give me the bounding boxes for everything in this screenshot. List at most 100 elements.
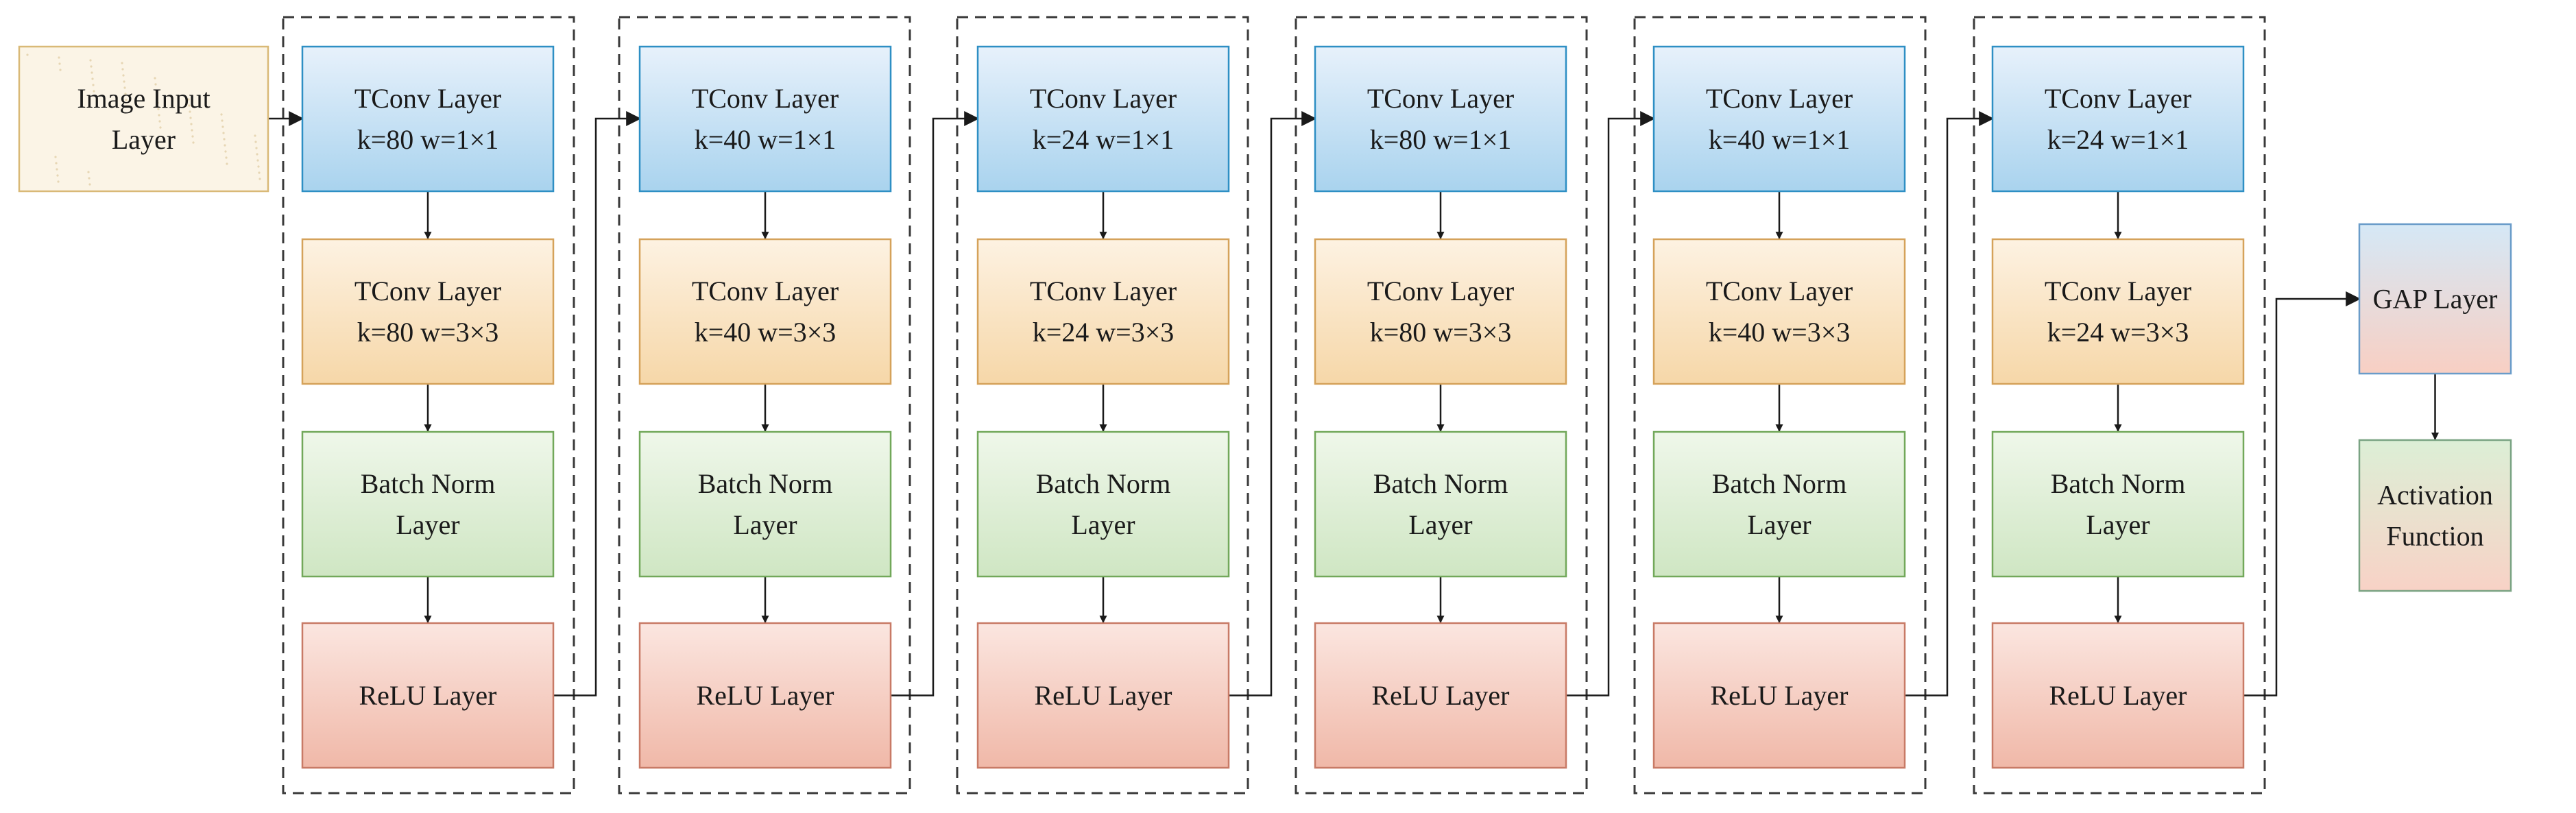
gap-layer-label-1: GAP Layer <box>2373 284 2498 315</box>
arrow-block-6-to-gap <box>2243 291 2361 696</box>
block-5-tconv-1x1-label-2: k=40 w=1×1 <box>1709 124 1851 155</box>
block-1-batch-norm-rect <box>301 430 555 578</box>
block-1-tconv-3x3-label-1: TConv Layer <box>354 276 501 306</box>
block-2-batch-norm-rect <box>638 430 892 578</box>
block-6-tconv-1x1-label-2: k=24 w=1×1 <box>2047 124 2189 155</box>
block-5-tconv-3x3-rect <box>1652 238 1906 385</box>
block-3-tconv-3x3-label-1: TConv Layer <box>1030 276 1177 306</box>
block-2-tconv-3x3-label-1: TConv Layer <box>692 276 839 306</box>
connectors <box>268 111 2439 696</box>
arrow-block-1-to-block-2 <box>553 111 642 696</box>
block-5-tconv-1x1: TConv Layer k=40 w=1×1 <box>1652 45 1906 193</box>
block-2-tconv-1x1-label-2: k=40 w=1×1 <box>695 124 836 155</box>
block-5-batch-norm-label-1: Batch Norm <box>1712 468 1847 499</box>
block-3-batch-norm-label-1: Batch Norm <box>1036 468 1171 499</box>
block-6-batch-norm-label-2: Layer <box>2086 509 2150 540</box>
block-4-relu-rect <box>1314 622 1567 769</box>
input-texture <box>26 53 261 186</box>
block-1-batch-norm-label-1: Batch Norm <box>361 468 496 499</box>
block-3-tconv-1x1: TConv Layer k=24 w=1×1 <box>976 45 1230 193</box>
block-6-tconv-3x3-rect <box>1991 238 2245 385</box>
block-6-tconv-1x1-rect <box>1991 45 2245 193</box>
block-4-tconv-3x3-rect <box>1314 238 1567 385</box>
block-2-relu-rect <box>638 622 892 769</box>
block-4-tconv-3x3-label-1: TConv Layer <box>1367 276 1514 306</box>
block-1-relu-rect <box>301 622 555 769</box>
block-3-relu: ReLU Layer <box>976 622 1230 769</box>
arrow-block-2-to-block-3 <box>891 111 980 696</box>
block-1-tconv-1x1-rect <box>301 45 555 193</box>
block-4-batch-norm-rect <box>1314 430 1567 578</box>
block-1-tconv-1x1: TConv Layer k=80 w=1×1 <box>301 45 555 193</box>
block-2-relu-label-1: ReLU Layer <box>696 680 834 711</box>
block-4-batch-norm-label-1: Batch Norm <box>1373 468 1508 499</box>
block-frames <box>282 16 2266 794</box>
block-3-batch-norm-label-2: Layer <box>1071 509 1135 540</box>
block-5-relu-rect <box>1652 622 1906 769</box>
block-3-frame <box>956 16 1249 794</box>
block-5-tconv-1x1-label-1: TConv Layer <box>1706 83 1853 114</box>
block-2-tconv-3x3-rect <box>638 238 892 385</box>
block-1-batch-norm-label-2: Layer <box>396 509 459 540</box>
block-4-tconv-1x1: TConv Layer k=80 w=1×1 <box>1314 45 1567 193</box>
block-4-tconv-1x1-rect <box>1314 45 1567 193</box>
block-5-batch-norm-label-2: Layer <box>1747 509 1811 540</box>
block-5-tconv-3x3-label-1: TConv Layer <box>1706 276 1853 306</box>
image-input-layer-label-1: Image Input <box>77 83 210 114</box>
block-4-relu: ReLU Layer <box>1314 622 1567 769</box>
block-2-batch-norm-label-2: Layer <box>733 509 797 540</box>
block-1-tconv-3x3: TConv Layer k=80 w=3×3 <box>301 238 555 385</box>
block-1-tconv-1x1-label-1: TConv Layer <box>354 83 501 114</box>
block-6-relu: ReLU Layer <box>1991 622 2245 769</box>
block-1-tconv-3x3-rect <box>301 238 555 385</box>
activation-function-label-2: Function <box>2386 521 2483 552</box>
block-2-tconv-1x1: TConv Layer k=40 w=1×1 <box>638 45 892 193</box>
block-4-tconv-1x1-label-1: TConv Layer <box>1367 83 1514 114</box>
block-1-relu-label-1: ReLU Layer <box>359 680 496 711</box>
block-4-tconv-1x1-label-2: k=80 w=1×1 <box>1370 124 1512 155</box>
arrow-block-4-to-block-5 <box>1566 111 1656 696</box>
block-3-tconv-1x1-label-2: k=24 w=1×1 <box>1033 124 1175 155</box>
block-2-batch-norm-label-1: Batch Norm <box>698 468 833 499</box>
block-4-relu-label-1: ReLU Layer <box>1371 680 1509 711</box>
block-2-relu: ReLU Layer <box>638 622 892 769</box>
block-5-frame <box>1633 16 1927 794</box>
block-3-batch-norm-rect <box>976 430 1230 578</box>
block-2-frame <box>618 16 911 794</box>
block-3-relu-label-1: ReLU Layer <box>1034 680 1172 711</box>
block-4-batch-norm-label-2: Layer <box>1408 509 1472 540</box>
block-5-batch-norm-rect <box>1652 430 1906 578</box>
block-5-tconv-1x1-rect <box>1652 45 1906 193</box>
block-6-relu-rect <box>1991 622 2245 769</box>
block-3-tconv-3x3-rect <box>976 238 1230 385</box>
block-4-frame <box>1295 16 1588 794</box>
block-1-frame <box>282 16 575 794</box>
block-5-relu-label-1: ReLU Layer <box>1710 680 1848 711</box>
block-1-tconv-3x3-label-2: k=80 w=3×3 <box>357 317 499 348</box>
arrow-block-3-to-block-4 <box>1229 111 1317 696</box>
block-3-tconv-1x1-label-1: TConv Layer <box>1030 83 1177 114</box>
block-6-batch-norm-rect <box>1991 430 2245 578</box>
block-4-tconv-3x3-label-2: k=80 w=3×3 <box>1370 317 1512 348</box>
block-2-tconv-3x3-label-2: k=40 w=3×3 <box>695 317 836 348</box>
image-input-layer-label-2: Layer <box>112 124 176 155</box>
block-6-frame <box>1973 16 2266 794</box>
block-2-tconv-1x1-label-1: TConv Layer <box>692 83 839 114</box>
arrow-block-5-to-block-6 <box>1905 111 1995 696</box>
activation-function-label-1: Activation <box>2377 480 2493 511</box>
block-1-tconv-1x1-label-2: k=80 w=1×1 <box>357 124 499 155</box>
block-6-batch-norm-label-1: Batch Norm <box>2051 468 2186 499</box>
